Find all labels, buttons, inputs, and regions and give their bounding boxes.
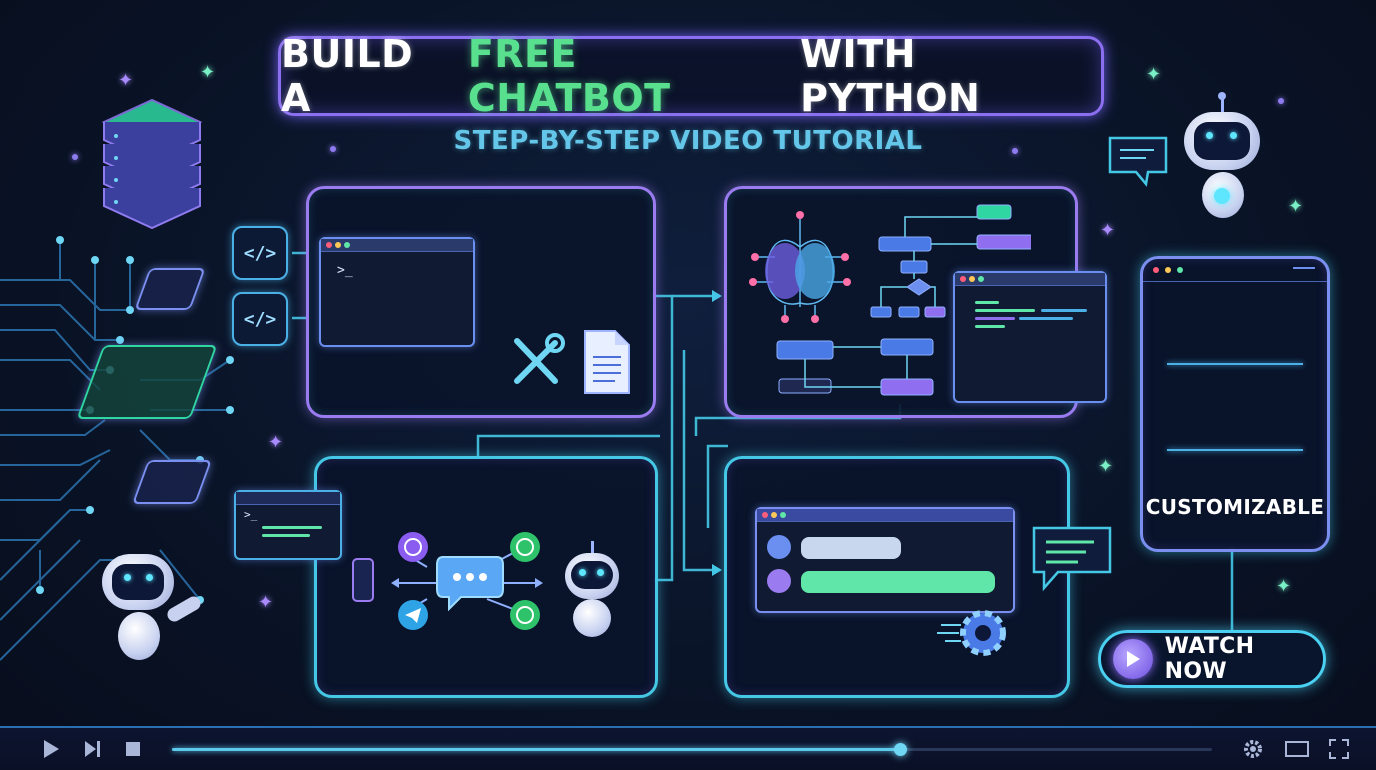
progress-fill <box>172 748 900 751</box>
robot-icon <box>1174 92 1270 232</box>
message-bubble <box>801 571 995 593</box>
window-titlebar <box>1143 259 1327 282</box>
sparkle-icon: ✦ <box>1098 456 1114 477</box>
panel-setup: >_ <box>306 186 656 418</box>
subtitle: STEP-BY-STEP VIDEO TUTORIAL <box>453 126 923 156</box>
telegram-icon <box>398 600 428 630</box>
code-icon: </> <box>232 292 288 346</box>
theater-mode-icon[interactable] <box>1284 738 1310 760</box>
sparkle-icon: ✦ <box>258 592 274 613</box>
avatar <box>767 569 791 593</box>
flowchart-icon <box>776 204 1031 396</box>
chat-window <box>755 507 1015 613</box>
panel-chat-interface <box>724 456 1070 698</box>
window-titlebar <box>757 509 1013 522</box>
sparkle-icon: ✦ <box>1276 576 1292 597</box>
panel-ai-logic <box>724 186 1107 418</box>
window-titlebar <box>236 492 340 505</box>
divider <box>1167 449 1303 451</box>
glow-dot <box>1012 148 1018 154</box>
next-icon[interactable] <box>82 738 104 760</box>
panel-integrations <box>314 456 658 698</box>
stop-icon[interactable] <box>122 738 144 760</box>
terminal-prompt: >_ <box>337 263 353 278</box>
glow-dot <box>72 154 78 160</box>
play-icon <box>1113 639 1153 679</box>
code-window <box>953 271 1107 403</box>
progress-track[interactable] <box>172 743 1212 756</box>
watch-now-button[interactable]: WATCH NOW <box>1098 630 1326 688</box>
chat-bubble-icon <box>1108 136 1168 187</box>
sparkle-icon: ✦ <box>1100 220 1116 241</box>
sparkle-icon: ✦ <box>118 70 134 91</box>
fullscreen-icon[interactable] <box>1328 738 1350 760</box>
window-titlebar <box>955 273 1105 286</box>
document-icon <box>584 330 630 394</box>
sparkle-icon: ✦ <box>200 62 216 83</box>
chat-bubble-icon <box>436 556 504 612</box>
video-player-controls <box>0 726 1376 770</box>
play-icon[interactable] <box>40 738 62 760</box>
chat-bubble-icon <box>1032 526 1112 592</box>
window-titlebar <box>321 239 473 252</box>
terminal-window: >_ <box>319 237 475 347</box>
sparkle-icon: ✦ <box>1146 64 1162 85</box>
glow-dot <box>1278 98 1284 104</box>
whatsapp-icon <box>510 532 540 562</box>
avatar <box>767 535 791 559</box>
sparkle-icon: ✦ <box>268 432 284 453</box>
brain-icon <box>749 211 851 323</box>
title-highlight: FREE CHATBOT <box>467 32 671 120</box>
glow-dot <box>330 146 336 152</box>
server-stack-icon <box>101 98 203 230</box>
customizable-label: CUSTOMIZABLE <box>1145 495 1325 519</box>
page-title: BUILD A FREE CHATBOT WITH PYTHON <box>278 32 1104 120</box>
wrench-screwdriver-icon <box>514 333 565 384</box>
phone-icon <box>352 558 374 602</box>
robot-icon <box>96 546 208 666</box>
gear-icon <box>937 610 1006 656</box>
code-icon: </> <box>232 226 288 280</box>
title-part-1: BUILD A <box>281 32 414 120</box>
viber-icon <box>398 532 428 562</box>
settings-icon[interactable] <box>1242 738 1264 760</box>
divider <box>1167 363 1303 365</box>
progress-knob[interactable] <box>894 743 907 756</box>
terminal-chat-bubble: >_ <box>234 490 342 560</box>
message-bubble <box>801 537 901 559</box>
watch-now-label: WATCH NOW <box>1164 634 1255 684</box>
whatsapp-icon <box>510 600 540 630</box>
customizable-panel: CUSTOMIZABLE <box>1140 256 1330 552</box>
robot-icon <box>557 541 627 641</box>
sparkle-icon: ✦ <box>1288 196 1304 217</box>
title-part-2: WITH PYTHON <box>800 32 981 120</box>
